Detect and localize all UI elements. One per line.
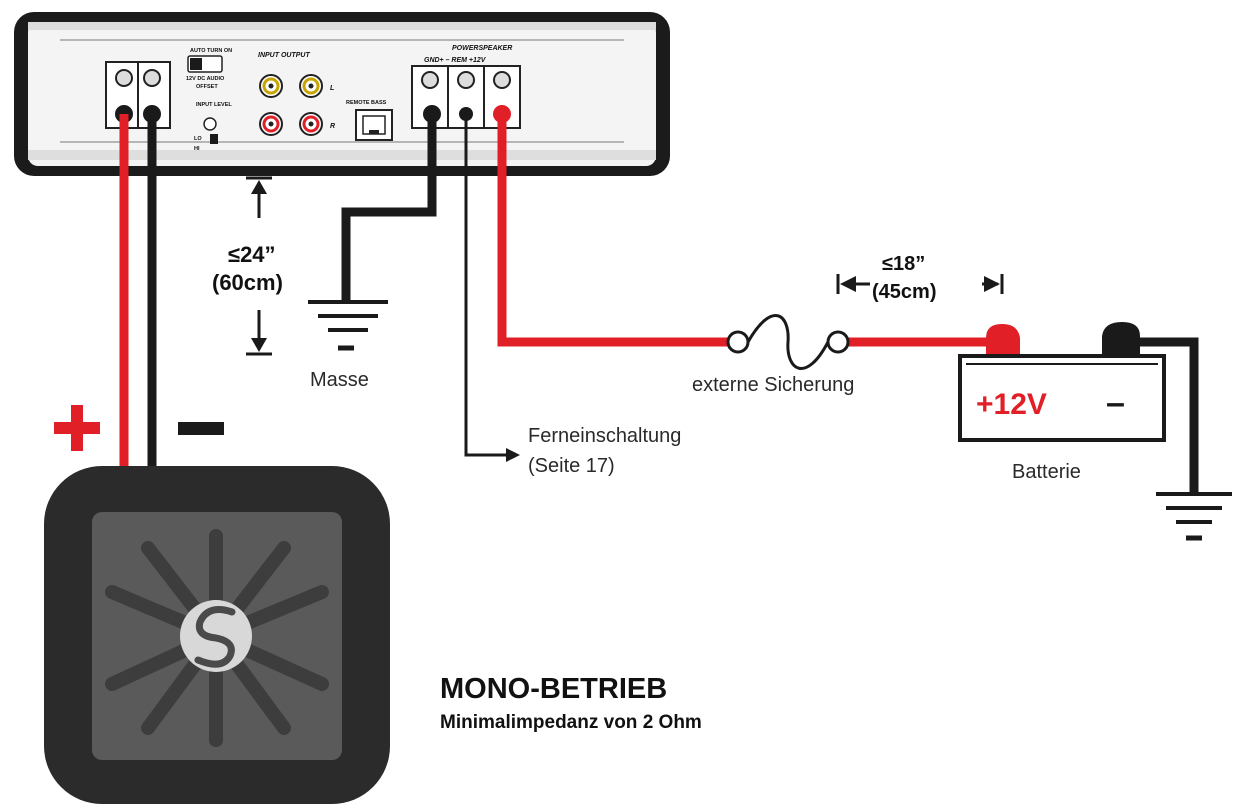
battery-ground-symbol [1156,492,1232,541]
battery-ground-wire [1126,337,1199,494]
ground-label: Masse [310,369,369,391]
ground-symbol [308,300,388,351]
plus-sign [54,405,100,451]
power-terminals-label: GND+ – REM +12V [424,57,487,64]
offset-label: OFFSET [196,84,218,90]
ground-wire [341,114,437,300]
remote-bass-label: REMOTE BASS [346,100,387,106]
input-level-label: INPUT LEVEL [196,102,232,108]
page-subtitle: Minimalimpedanz von 2 Ohm [440,712,702,733]
amp-sub-distance-value: ≤24” [228,242,276,267]
fuse-battery-distance-value: ≤18” [882,253,925,275]
distance-marker-horizontal [836,274,1004,294]
power-wire [497,114,728,347]
input-output-label: INPUT OUTPUT [258,52,310,59]
auto-turn-on-label: AUTO TURN ON [190,48,232,54]
remote-label-line2: (Seite 17) [528,455,615,477]
switch-options-label: 12V DC AUDIO [186,76,225,82]
wires [119,114,1199,494]
channel-r-label: R [330,123,335,130]
lo-label: LO [194,136,202,142]
fuse [726,314,850,370]
fuse-battery-distance-metric: (45cm) [872,281,936,303]
remote-label-line1: Ferneinschaltung [528,425,681,447]
lo-hi-switch[interactable] [210,134,218,144]
distance-marker-vertical [246,176,272,356]
battery [958,322,1166,442]
speaker-terminal-block [105,61,171,129]
remote-wire [464,114,508,457]
battery-label: Batterie [1012,461,1081,483]
subwoofer [44,466,390,804]
amp-sub-distance-metric: (60cm) [212,270,283,295]
input-level-knob[interactable] [203,117,217,131]
battery-minus-label: – [1106,384,1125,422]
fuse-label: externe Sicherung [692,374,854,396]
hi-label: HI [194,146,200,152]
battery-plus-label: +12V [976,388,1047,421]
minus-sign [178,422,224,435]
rca-jacks [259,74,323,136]
channel-l-label: L [330,85,334,92]
powerspeaker-label: POWERSPEAKER [452,45,512,52]
page-title: MONO-BETRIEB [440,673,667,705]
amplifier: AUTO TURN ON 12V DC AUDIO OFFSET INPUT L… [14,12,670,176]
